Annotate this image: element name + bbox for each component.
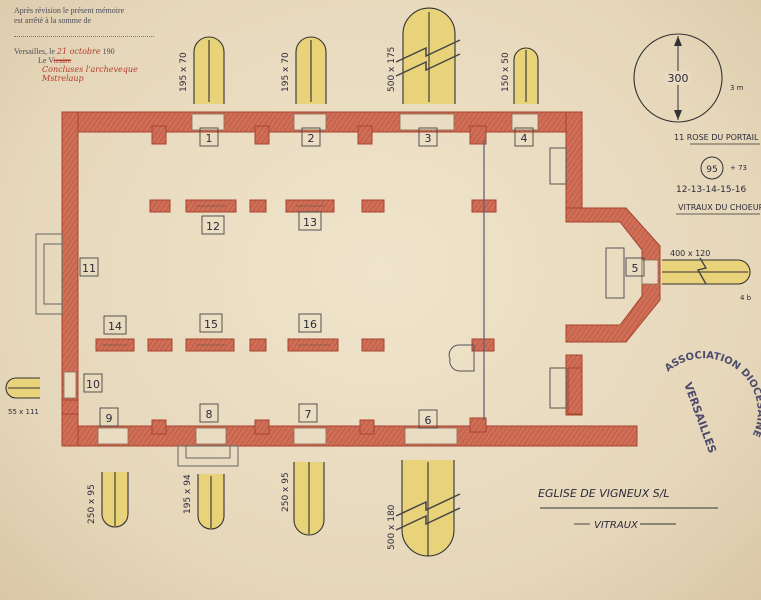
small-rose-label: 95 [706,165,717,175]
page-title: EGLISE DE VIGNEUX S/L [538,487,670,500]
east-wall-upper [565,111,583,209]
nave-piers [95,199,497,352]
window-number-13: 13 [303,216,317,229]
window-number-2: 2 [308,132,315,145]
buttress [469,417,487,433]
buttress [359,419,375,435]
pulpit [448,344,475,372]
dim-w5-note: 4 b [740,294,752,302]
dim-w4: 150 x 50 [501,52,511,92]
dim-w5: 400 x 120 [670,249,710,258]
window-sketches [5,7,751,557]
rose-note: 3 m [730,84,744,92]
window-number-15: 15 [204,318,218,331]
signature-line-1: Concluses l'archeveque [42,65,138,74]
south-wall [61,425,638,447]
vicar-line: Le Vicaire [38,56,164,65]
window-number-10: 10 [86,378,100,391]
stamp-line-1-text: ASSOCIATION DIOCÉSAINE [663,350,761,438]
window-number-1: 1 [206,132,213,145]
handwritten-date: 21 octobre [56,47,101,56]
dim-w3: 500 x 175 [387,47,397,92]
apse-wall [565,207,661,343]
vicar-prefix: Le V [38,56,54,65]
buttress [61,399,79,415]
small-rose-note: + 73 [730,164,747,172]
dim-w2: 195 x 70 [281,52,291,92]
stamp-line-2: VERSAILLES [681,381,719,456]
buttress [357,125,373,145]
place-label: Versailles, le [14,47,55,56]
window-number-16: 16 [303,318,317,331]
header-block: Après révision le présent mémoire est ar… [14,6,164,83]
buttress [151,419,167,435]
small-rose-circle [700,156,724,180]
dim-w6: 500 x 180 [387,504,397,550]
altar [605,247,625,299]
west-porch [35,233,63,315]
wall-outline [61,111,661,447]
buttress [567,367,583,415]
choir-label: VITRAUX DU CHOEUR [678,203,761,212]
pier-inner-lines [102,205,330,346]
window-number-boxes [79,127,645,429]
header-rule [14,36,154,37]
header-line-1: Après révision le présent mémoire [14,6,125,15]
window-number-4: 4 [521,132,528,145]
title-block: EGLISE DE VIGNEUX S/L VITRAUX [538,487,718,531]
date-line: Versailles, le 21 octobre 190 [14,47,164,56]
dimension-labels: 195 x 70 195 x 70 500 x 175 150 x 50 400… [8,47,752,550]
portal-label: 11 ROSE DU PORTAIL [674,133,759,142]
buttress [254,419,270,435]
dim-w8: 195 x 94 [183,474,193,514]
window-number-12: 12 [206,220,220,233]
dim-w10: 55 x 111 [8,408,39,416]
diocese-stamp: ASSOCIATION DIOCÉSAINE VERSAILLES [663,350,761,455]
buttress [151,125,167,145]
vicar-handwritten: icaire [53,56,72,65]
window-number-8: 8 [206,408,213,421]
window-number-9: 9 [106,412,113,425]
window-number-6: 6 [425,414,432,427]
dim-w1: 195 x 70 [179,52,189,92]
year-label: 190 [102,47,115,56]
south-porch [177,445,239,467]
choir-numbers: 12-13-14-15-16 [676,185,747,195]
east-recess-north [549,147,567,185]
buttress [469,125,487,145]
header-line-2: est arrêté à la somme de [14,16,92,25]
stamp-line-1: ASSOCIATION DIOCÉSAINE [663,350,761,438]
dim-w7: 250 x 95 [281,472,291,512]
wall-openings [63,113,659,445]
rose-window-circle [633,33,723,123]
page-subtitle: VITRAUX [594,520,639,531]
window-number-11: 11 [82,262,96,275]
window-numbers: 1 2 3 4 5 6 7 8 9 10 11 12 13 14 15 16 [82,132,639,427]
legend: 300 3 m 11 ROSE DU PORTAIL 95 + 73 12-13… [633,33,761,215]
rose-diameter-label: 300 [668,72,689,85]
dim-w9: 250 x 95 [87,484,97,524]
window-number-7: 7 [305,408,312,421]
window-number-14: 14 [108,320,122,333]
signature-line-2: Mstrelaup [42,74,84,83]
window-number-5: 5 [632,262,639,275]
east-recess-south [549,367,567,409]
buttress [254,125,270,145]
window-number-3: 3 [425,132,432,145]
